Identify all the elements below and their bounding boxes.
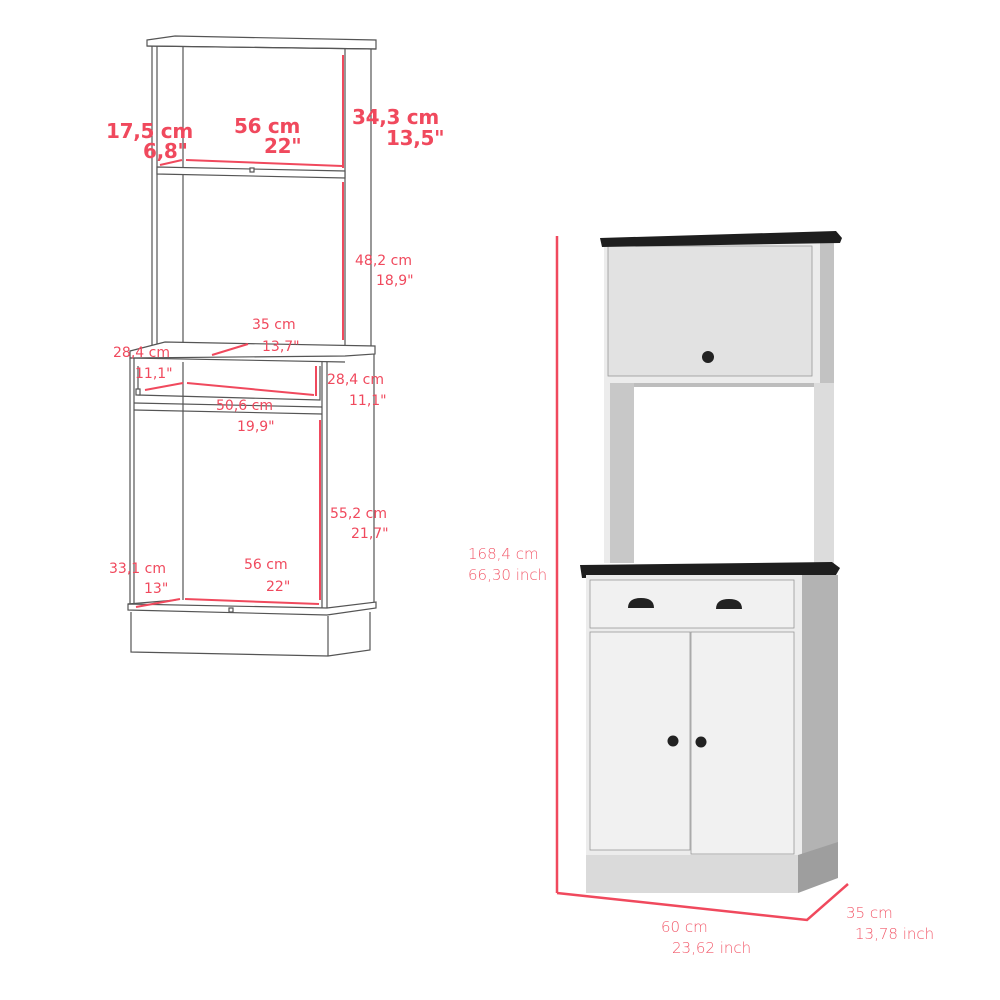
drawer-height-in-label: 11,1": [349, 393, 387, 409]
drawer-height-cm-label: 28,4 cm: [327, 372, 384, 388]
drawer-width-in-label: 19,9": [237, 419, 275, 435]
overall-width-cm-label: 60 cm: [661, 918, 708, 936]
product-render: [555, 231, 849, 922]
lower-width-cm-label: 56 cm: [244, 557, 288, 573]
drawer-width-cm-label: 50,6 cm: [216, 398, 273, 414]
drawer-depth-in-label: 11,1": [135, 366, 173, 382]
overall-height-cm-label: 168,4 cm: [468, 545, 539, 563]
top-depth-cm-label: 17,5 cm: [106, 119, 193, 143]
overall-depth-cm-label: 35 cm: [846, 904, 893, 922]
shelf-height-cm-label: 48,2 cm: [355, 253, 412, 269]
top-width-in-label: 22": [264, 134, 302, 158]
lower-height-in-label: 21,7": [351, 526, 389, 542]
top-height-in-label: 13,5": [386, 126, 445, 150]
drawer-depth-cm-label: 28,4 cm: [113, 345, 170, 361]
overall-width-in-label: 23,62 inch: [672, 939, 752, 957]
lower-depth-cm-label: 33,1 cm: [109, 561, 166, 577]
shelf-height-in-label: 18,9": [376, 273, 414, 289]
lower-width-in-label: 22": [266, 579, 291, 595]
top-width-cm-label: 56 cm: [234, 114, 300, 138]
lower-height-cm-label: 55,2 cm: [330, 506, 387, 522]
lower-depth-in-label: 13": [144, 581, 169, 597]
shelf-depth-in-label: 13,7": [262, 339, 300, 355]
top-depth-in-label: 6,8": [143, 139, 188, 163]
overall-depth-in-label: 13,78 inch: [855, 925, 935, 943]
shelf-depth-cm-label: 35 cm: [252, 317, 296, 333]
top-height-cm-label: 34,3 cm: [352, 105, 439, 129]
overall-height-in-label: 66,30 inch: [468, 566, 548, 584]
